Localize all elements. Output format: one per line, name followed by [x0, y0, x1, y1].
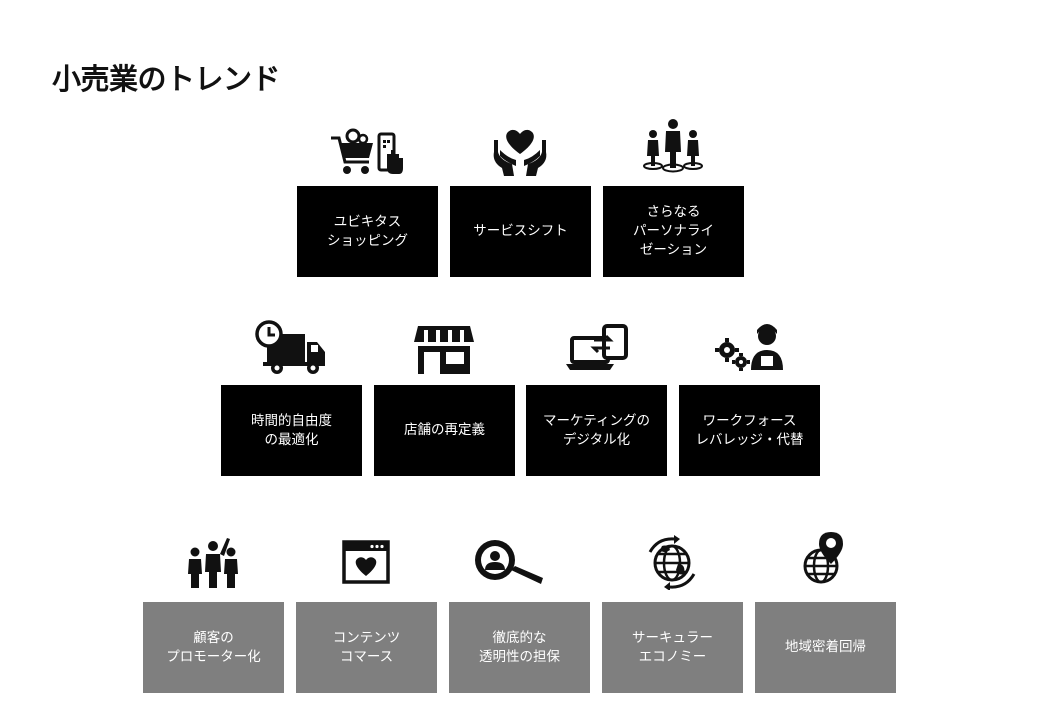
trend-card-store-redefinition: 店舗の再定義 — [374, 385, 515, 476]
storefront-icon — [406, 322, 482, 378]
globe-cycle-icon — [634, 534, 710, 590]
trend-card-further-personalization: さらなる パーソナライ ゼーション — [603, 186, 744, 277]
trend-card-workforce-leverage: ワークフォース レバレッジ・代替 — [679, 385, 820, 476]
trend-card-digital-marketing: マーケティングの デジタル化 — [526, 385, 667, 476]
cart-phone-icon — [329, 128, 405, 184]
magnifier-person-icon — [471, 534, 547, 590]
laptop-phone-sync-icon — [560, 320, 636, 376]
trend-card-local-return: 地域密着回帰 — [755, 602, 896, 693]
delivery-truck-clock-icon — [253, 320, 329, 376]
globe-pin-icon — [787, 530, 863, 586]
browser-heart-icon — [328, 536, 404, 592]
trend-card-content-commerce: コンテンツ コマース — [296, 602, 437, 693]
trend-card-time-freedom: 時間的自由度 の最適化 — [221, 385, 362, 476]
trend-card-transparency: 徹底的な 透明性の担保 — [449, 602, 590, 693]
trend-card-ubiquitous-shopping: ユビキタス ショッピング — [297, 186, 438, 277]
trend-card-service-shift: サービスシフト — [450, 186, 591, 277]
group-cheer-icon — [175, 536, 251, 592]
heart-hands-icon — [482, 122, 558, 178]
trend-card-circular-economy: サーキュラー エコノミー — [602, 602, 743, 693]
trend-card-customer-promoter: 顧客の プロモーター化 — [143, 602, 284, 693]
gears-worker-icon — [713, 320, 789, 376]
people-target-icon — [635, 118, 711, 174]
page-title: 小売業のトレンド — [52, 62, 281, 96]
